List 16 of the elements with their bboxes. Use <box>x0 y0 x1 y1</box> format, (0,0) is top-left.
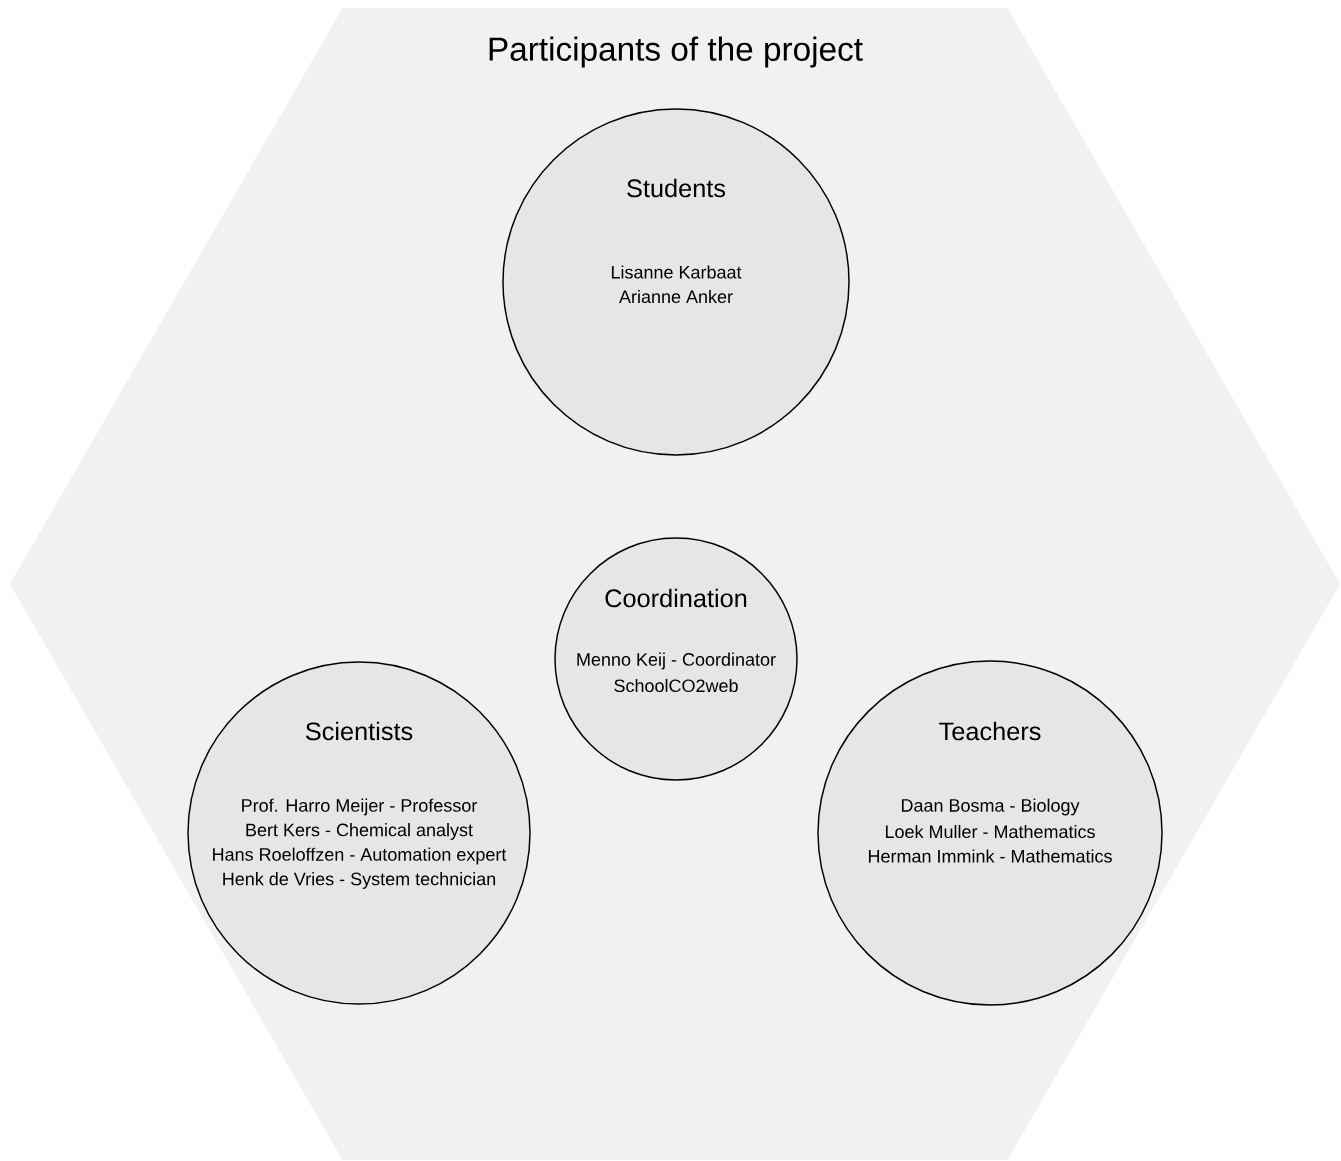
member-name: Prof. Harro Meijer - Professor <box>242 798 477 816</box>
member-name: Herman Immink - Mathematics <box>868 849 1112 863</box>
member-name: Menno Keij - Coordinator <box>577 652 776 670</box>
group-heading: Coordination <box>605 588 747 608</box>
group-heading: Scientists <box>305 721 413 741</box>
group-heading: Teachers <box>939 721 1041 741</box>
member-name: Henk de Vries - System technician <box>223 872 496 889</box>
member-name: Lisanne Karbaat <box>611 265 742 279</box>
member-name: Bert Kers - Chemical analyst <box>246 823 473 840</box>
member-name: Arianne Anker <box>619 289 733 304</box>
member-name: SchoolCO2web <box>614 678 738 693</box>
group-heading: Students <box>627 178 726 198</box>
member-name: Hans Roeloffzen - Automation expert <box>213 847 507 865</box>
member-name: Daan Bosma - Biology <box>901 798 1080 816</box>
member-name: Loek Muller - Mathematics <box>885 824 1095 839</box>
title: Participants of the project <box>489 36 863 68</box>
